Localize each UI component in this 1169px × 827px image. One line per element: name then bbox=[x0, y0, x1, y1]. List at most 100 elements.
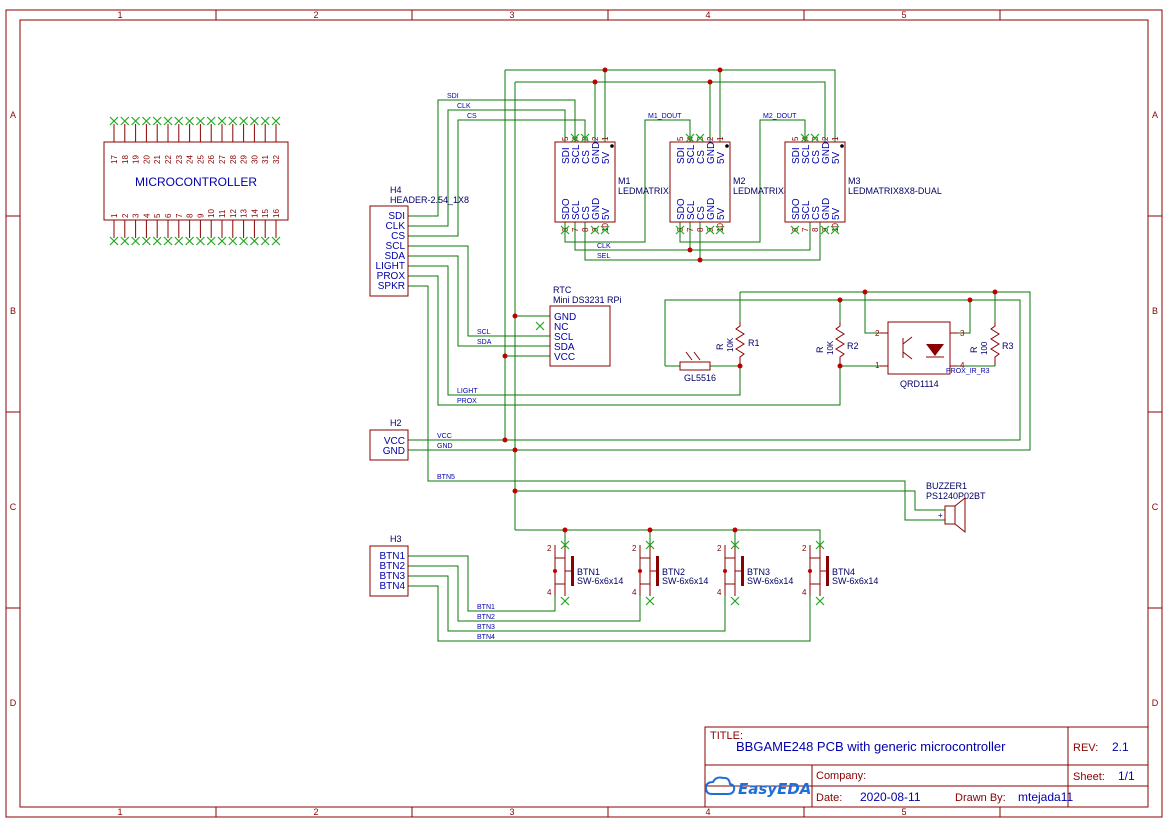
matrix-pin-number-top: 2 bbox=[821, 136, 830, 141]
no-connect-marker bbox=[141, 116, 151, 126]
buzzer-body bbox=[944, 505, 956, 525]
no-connect-marker bbox=[815, 596, 825, 606]
junction bbox=[512, 313, 518, 319]
no-connect-marker bbox=[131, 236, 141, 246]
microcontroller-pin-number: 11 bbox=[218, 209, 227, 218]
matrix-pin-number-bottom: 10 bbox=[831, 223, 840, 232]
no-connect-marker bbox=[206, 116, 216, 126]
junction bbox=[638, 569, 642, 573]
net-label-btn2: BTN2 bbox=[477, 614, 495, 621]
no-connect-marker bbox=[570, 133, 580, 143]
net-label-cs: CS bbox=[467, 113, 477, 120]
no-connect-marker bbox=[131, 116, 141, 126]
microcontroller-pin-number: 14 bbox=[250, 209, 259, 218]
button-actuator bbox=[741, 556, 744, 586]
net-label-prox: PROX bbox=[457, 398, 477, 405]
no-connect-marker bbox=[820, 225, 830, 235]
header-h3[interactable]: H3 BTN1 BTN2 BTN3 BTN4 bbox=[369, 534, 409, 597]
rtc-pin-sda: SDA bbox=[554, 342, 575, 353]
wire-btn3 bbox=[408, 575, 726, 632]
h3-pin-btn2: BTN2 bbox=[379, 561, 405, 572]
matrix-pin-label-bottom: GND bbox=[821, 198, 832, 220]
wire-btn5 bbox=[408, 285, 945, 521]
header-h4[interactable]: H4 HEADER-2.54_1X8 SDI CLK CS SCL SDA LI… bbox=[369, 185, 469, 297]
zone-col-2: 2 bbox=[313, 10, 318, 20]
wire-m2-dout bbox=[679, 119, 806, 243]
zone-col-1-bottom: 1 bbox=[117, 807, 122, 817]
h4-body bbox=[369, 205, 409, 297]
microcontroller-pin-number: 2 bbox=[121, 213, 130, 218]
resistor-r2[interactable]: R2 R 10K bbox=[815, 322, 859, 366]
h4-pin-spkr: SPKR bbox=[378, 281, 405, 292]
net-label-vcc: VCC bbox=[437, 433, 452, 440]
no-connect-marker bbox=[590, 225, 600, 235]
easyeda-logo-text: EasyEDA bbox=[738, 780, 811, 798]
no-connect-marker bbox=[120, 116, 130, 126]
r2-value: 10K bbox=[826, 340, 835, 355]
rtc-value: Mini DS3231 RPi bbox=[553, 295, 622, 305]
microcontroller-pin-number: 4 bbox=[142, 213, 151, 218]
photoresistor-gl5516[interactable]: GL5516 bbox=[679, 351, 716, 383]
zone-row-a: A bbox=[10, 110, 16, 120]
h3-body bbox=[369, 545, 409, 597]
junctions bbox=[502, 67, 998, 533]
phototransistor-icon bbox=[902, 351, 913, 360]
resistor-r3[interactable]: R3 R 100 bbox=[969, 322, 1014, 366]
led-matrix-m1[interactable]: M1 LEDMATRIX8X8-DUAL SDI5SDO6SCL4SCL7CS3… bbox=[554, 133, 712, 235]
zone-col-4: 4 bbox=[705, 10, 710, 20]
led-matrix-m2[interactable]: M2 LEDMATRIX8X8-DUAL SDI5SDO6SCL4SCL7CS3… bbox=[669, 133, 827, 235]
matrix-pin-number-bottom: 7 bbox=[571, 227, 580, 232]
reflective-sensor-qrd1114[interactable]: 2 1 3 4 QRD1114 PROX_IR_R3 bbox=[875, 321, 990, 389]
led-matrix-m3[interactable]: M3 LEDMATRIX8X8-DUAL SDI5SDO6SCL4SCL7CS3… bbox=[784, 133, 942, 235]
ldr-light-arrow bbox=[693, 351, 701, 361]
microcontroller-pin-number: 21 bbox=[153, 155, 162, 164]
wire-m1-dout bbox=[564, 119, 691, 243]
matrix-pin-label-top: CS bbox=[581, 150, 592, 164]
no-connect-marker bbox=[249, 116, 259, 126]
rtc-module[interactable]: RTC Mini DS3231 RPi GND NC SCL SDA VCC bbox=[535, 285, 622, 367]
matrix-pin-label-bottom: SDO bbox=[561, 198, 572, 220]
company-label: Company: bbox=[816, 770, 866, 782]
pin1-indicator-dot bbox=[840, 144, 844, 148]
button-pin-number: 4 bbox=[632, 588, 637, 597]
no-connect-marker bbox=[715, 225, 725, 235]
matrix-pin-number-top: 1 bbox=[831, 136, 840, 141]
buzzer-plus: + bbox=[938, 511, 943, 520]
r1-ref: R1 bbox=[748, 338, 760, 348]
qrd-pin-4: 4 bbox=[960, 361, 965, 370]
no-connect-marker bbox=[685, 133, 695, 143]
no-connect-marker bbox=[206, 236, 216, 246]
no-connect-marker bbox=[174, 236, 184, 246]
header-h2[interactable]: H2 VCC GND bbox=[369, 418, 409, 461]
microcontroller-pin-number: 29 bbox=[240, 155, 249, 164]
junction bbox=[502, 437, 508, 443]
junction bbox=[717, 67, 723, 73]
microcontroller-pin-number: 15 bbox=[261, 209, 270, 218]
button-ref: BTN1 bbox=[577, 567, 600, 577]
no-connect-marker bbox=[217, 236, 227, 246]
net-label-m2-dout: M2_DOUT bbox=[763, 113, 797, 120]
r3-ref: R3 bbox=[1002, 341, 1014, 351]
junction bbox=[602, 67, 608, 73]
matrix-pin-number-top: 5 bbox=[561, 136, 570, 141]
junction bbox=[502, 353, 508, 359]
speaker-icon bbox=[954, 496, 966, 534]
microcontroller-label: MICROCONTROLLER bbox=[135, 175, 257, 189]
button-value: SW-6x6x14 bbox=[747, 576, 793, 586]
resistor-r1[interactable]: R1 R 10K bbox=[715, 322, 760, 366]
zone-col-4-bottom: 4 bbox=[705, 807, 710, 817]
h2-body bbox=[369, 429, 409, 461]
matrix-pin-number-top: 5 bbox=[676, 136, 685, 141]
rtc-pin-gnd: GND bbox=[554, 312, 576, 323]
m2-value: LEDMATRIX8X8-DUAL bbox=[733, 186, 827, 196]
wire-sdi bbox=[408, 99, 576, 217]
no-connect-marker bbox=[141, 236, 151, 246]
zone-row-a-right: A bbox=[1152, 110, 1158, 120]
microcontroller-pin-number: 5 bbox=[153, 213, 162, 218]
buzzer[interactable]: BUZZER1 PS1240P02BT + bbox=[926, 481, 986, 534]
